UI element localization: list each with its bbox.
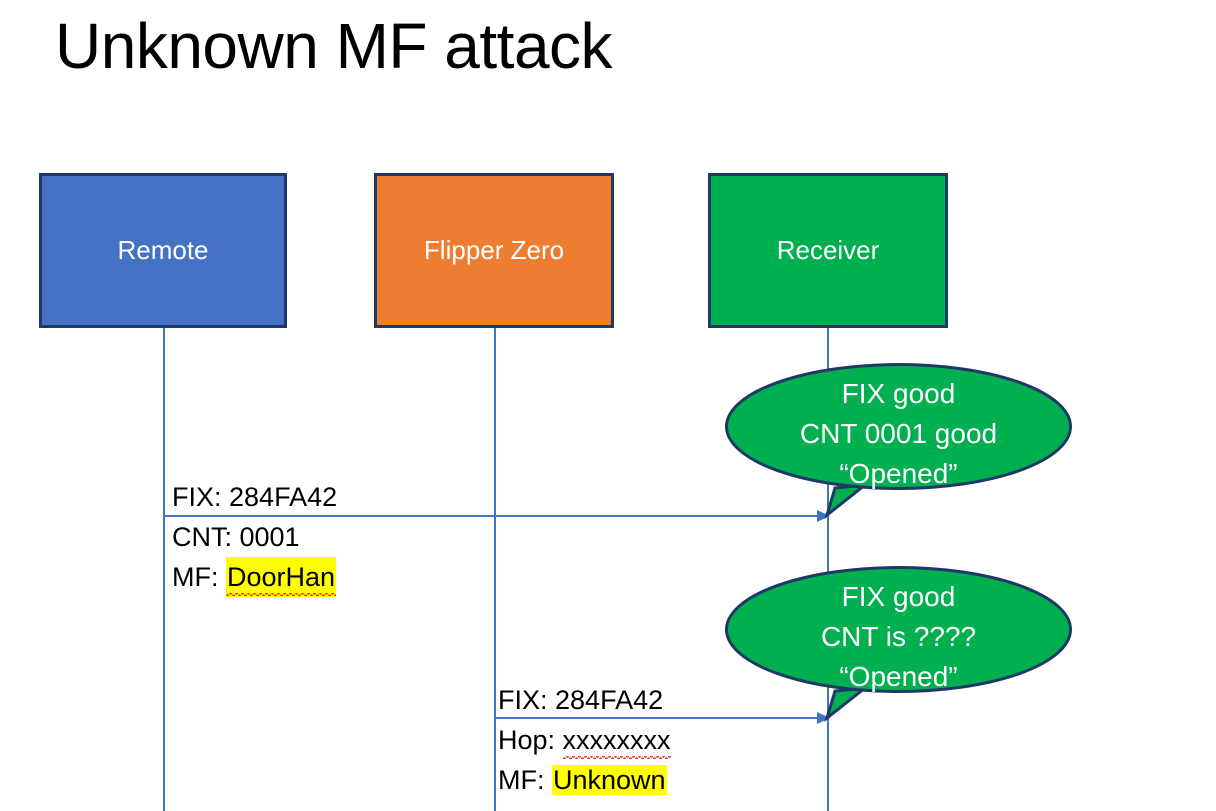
message-line: MF: Unknown — [498, 760, 671, 800]
message-line-label: FIX: — [498, 685, 556, 715]
message-line-label: MF: — [172, 562, 226, 592]
page-title: Unknown MF attack — [55, 10, 613, 82]
actor-box-receiver[interactable]: Receiver — [708, 173, 948, 328]
message-label-flipper-fix: FIX: 284FA42 — [498, 680, 663, 720]
actor-label-receiver: Receiver — [776, 235, 880, 265]
message-line: MF: DoorHan — [172, 557, 337, 597]
actor-label-flipper-zero: Flipper Zero — [423, 235, 565, 265]
message-label-remote-fix: FIX: 284FA42 — [172, 477, 337, 517]
message-line-label: MF: — [498, 765, 552, 795]
message-line-value: 284FA42 — [229, 482, 338, 512]
actor-box-remote[interactable]: Remote — [39, 173, 287, 328]
message-line-value-highlighted: Unknown — [552, 765, 667, 795]
message-line-label: FIX: — [172, 482, 230, 512]
lifeline-receiver — [827, 328, 829, 811]
callout-bubble-second-reception[interactable]: FIX good CNT is ???? “Opened” — [725, 566, 1072, 726]
lifeline-remote — [163, 328, 165, 811]
message-line-value-highlighted: DoorHan — [226, 557, 337, 597]
message-line: FIX: 284FA42 — [498, 680, 663, 720]
message-line: FIX: 284FA42 — [172, 477, 337, 517]
callout-shape — [725, 566, 1072, 723]
message-line-value: 284FA42 — [555, 685, 664, 715]
actor-box-flipper-zero[interactable]: Flipper Zero — [374, 173, 614, 328]
message-label-flipper-details: Hop: xxxxxxxx MF: Unknown — [498, 720, 671, 800]
message-line: CNT: 0001 — [172, 517, 336, 557]
callout-bubble-first-reception[interactable]: FIX good CNT 0001 good “Opened” — [725, 363, 1072, 523]
callout-shape — [725, 363, 1072, 520]
message-line-label: CNT: — [172, 522, 240, 552]
message-line: Hop: xxxxxxxx — [498, 720, 671, 760]
message-line-value: 0001 — [239, 522, 300, 552]
message-line-label: Hop: — [498, 725, 563, 755]
actor-label-remote: Remote — [117, 235, 209, 265]
message-label-remote-details: CNT: 0001 MF: DoorHan — [172, 517, 337, 597]
lifeline-flipper-zero — [494, 328, 496, 811]
message-line-value: xxxxxxxx — [562, 720, 671, 760]
